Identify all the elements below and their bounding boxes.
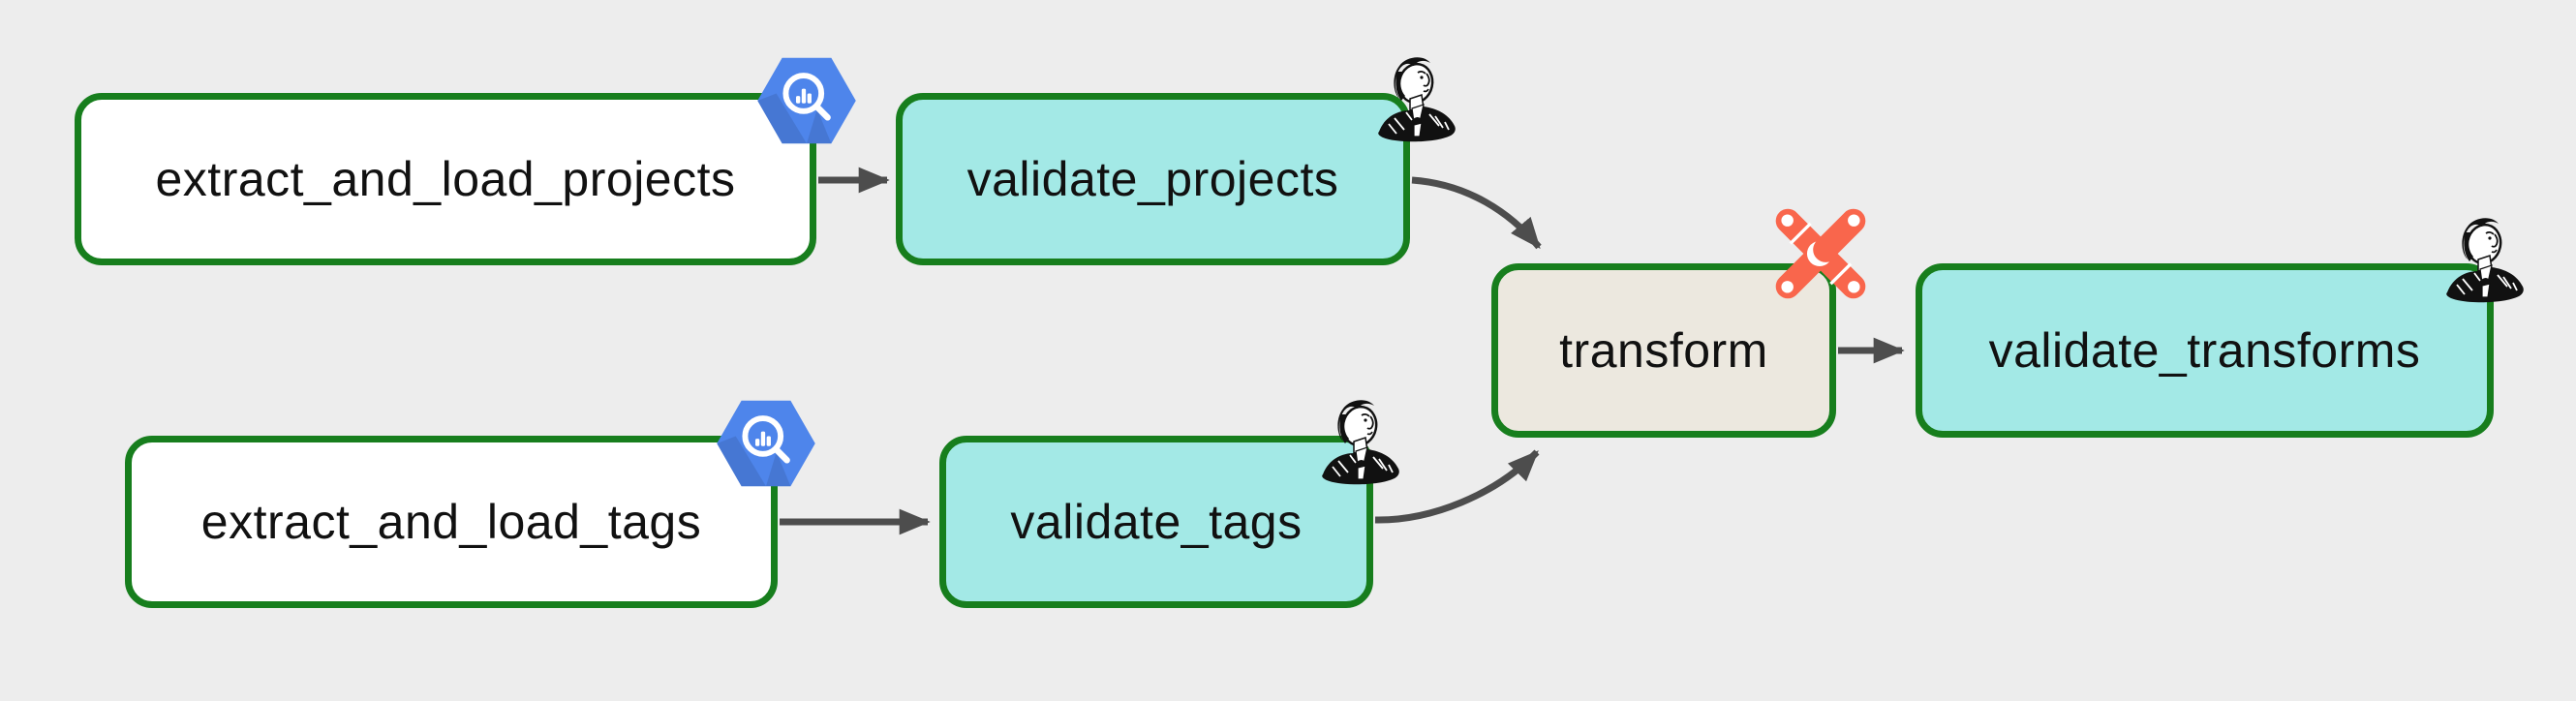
task-node-validate-tags[interactable]: validate_tags (939, 436, 1373, 608)
task-node-extract-and-load-tags[interactable]: extract_and_load_tags (125, 436, 778, 608)
task-node-validate-transforms[interactable]: validate_transforms (1916, 263, 2494, 438)
task-node-extract-and-load-projects[interactable]: extract_and_load_projects (75, 93, 816, 265)
task-label: transform (1559, 323, 1768, 378)
task-label: validate_projects (966, 152, 1339, 206)
task-label: extract_and_load_tags (200, 495, 702, 549)
edge-validate-projects-to-transform (1411, 176, 1542, 250)
edge-validate-tags-to-transform (1374, 449, 1540, 524)
task-node-validate-projects[interactable]: validate_projects (896, 93, 1410, 265)
task-label: validate_transforms (1988, 323, 2421, 378)
task-label: validate_tags (1010, 495, 1303, 549)
task-label: extract_and_load_projects (155, 152, 736, 206)
task-node-transform[interactable]: transform (1491, 263, 1836, 438)
